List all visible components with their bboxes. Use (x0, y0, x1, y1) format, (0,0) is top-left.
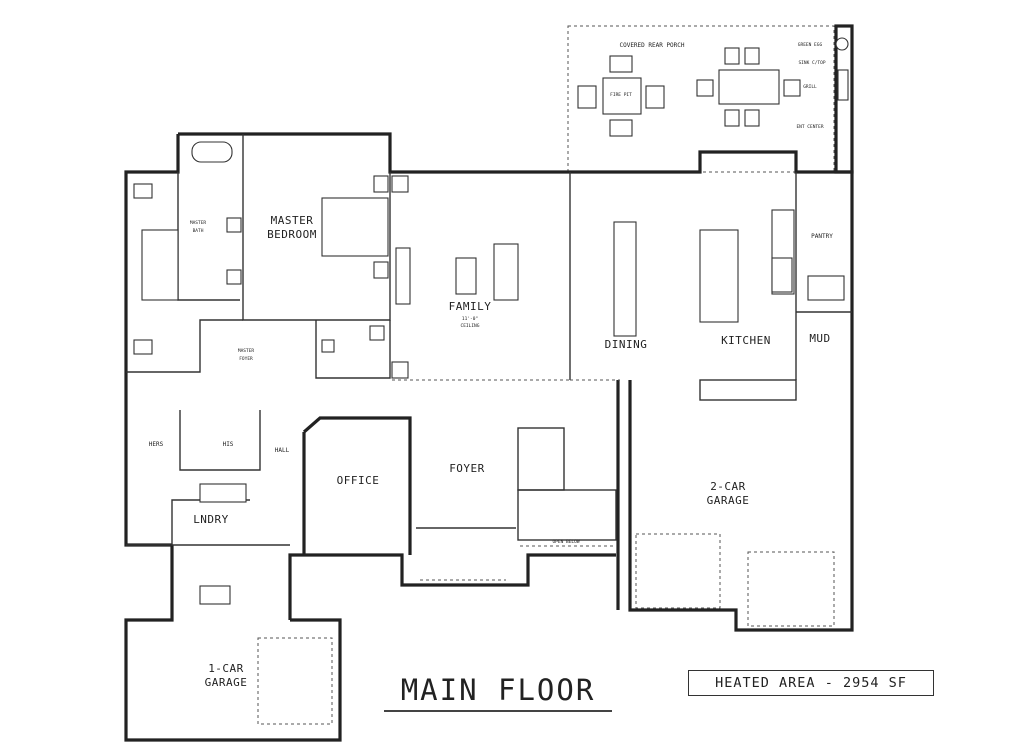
label-ceiling-note-2: CEILING (461, 323, 480, 329)
plan-title: MAIN FLOOR (384, 672, 612, 712)
label-green-egg: GREEN EGG (798, 42, 823, 48)
label-two-car-garage-1: 2-CAR (710, 480, 746, 493)
room-labels: COVERED REAR PORCH FIRE PIT GREEN EGG SI… (149, 42, 833, 689)
label-two-car-garage-2: GARAGE (707, 494, 750, 507)
label-family: FAMILY (449, 300, 492, 313)
label-grill: GRILL (803, 84, 817, 90)
label-office: OFFICE (337, 474, 380, 487)
label-sink-cto: SINK C/TOP (798, 60, 825, 66)
label-open-below: OPEN BELOW (552, 539, 579, 545)
label-master-foyer-2: FOYER (239, 356, 253, 362)
label-ent-center: ENT CENTER (796, 124, 823, 130)
label-covered-rear-porch: COVERED REAR PORCH (619, 42, 684, 49)
label-dining: DINING (605, 338, 648, 351)
label-master-bath-1: MASTER (190, 220, 207, 226)
label-hers: HERS (149, 441, 164, 448)
label-his: HIS (223, 441, 234, 448)
label-mud: MUD (809, 332, 830, 345)
label-pantry: PANTRY (811, 233, 833, 240)
label-master-bedroom-1: MASTER (271, 214, 314, 227)
exterior-walls (124, 132, 854, 742)
label-lndry: LNDRY (193, 513, 229, 526)
label-one-car-garage-1: 1-CAR (208, 662, 244, 675)
label-fire-pit: FIRE PIT (610, 92, 632, 98)
label-foyer: FOYER (449, 462, 485, 475)
interior-walls (126, 134, 852, 725)
label-one-car-garage-2: GARAGE (205, 676, 248, 689)
label-kitchen: KITCHEN (721, 334, 771, 347)
label-master-foyer-1: MASTER (238, 348, 255, 354)
heated-area-label: HEATED AREA - 2954 SF (688, 670, 934, 696)
label-ceiling-note-1: 11'-0" (462, 316, 478, 322)
label-master-bedroom-2: BEDROOM (267, 228, 317, 241)
label-master-bath-2: BATH (193, 228, 204, 234)
label-hall: HALL (275, 447, 290, 454)
